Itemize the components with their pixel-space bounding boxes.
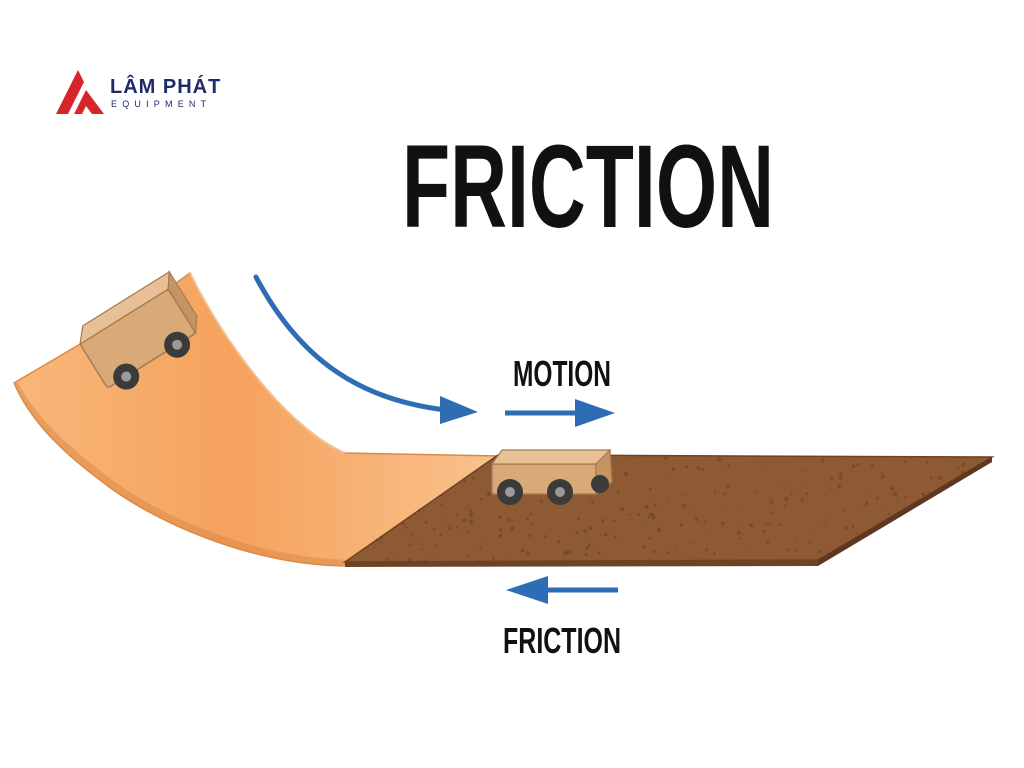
curved-arrow-icon	[253, 274, 449, 413]
friction-label: FRICTION	[503, 620, 621, 661]
car-on-ground	[490, 448, 613, 505]
brand-logo: LÂM PHÁT EQUIPMENT	[54, 66, 254, 122]
logo-name: LÂM PHÁT	[110, 76, 222, 98]
arrow-left-icon	[506, 576, 618, 604]
lp-triangle-logo-icon	[56, 70, 104, 114]
logo-tagline: EQUIPMENT	[111, 99, 212, 109]
main-title: FRICTION	[402, 121, 774, 253]
car-on-ramp	[79, 269, 198, 390]
arrow-right-icon	[505, 399, 615, 427]
curved-arrow-head	[440, 396, 478, 424]
motion-label: MOTION	[513, 353, 611, 394]
